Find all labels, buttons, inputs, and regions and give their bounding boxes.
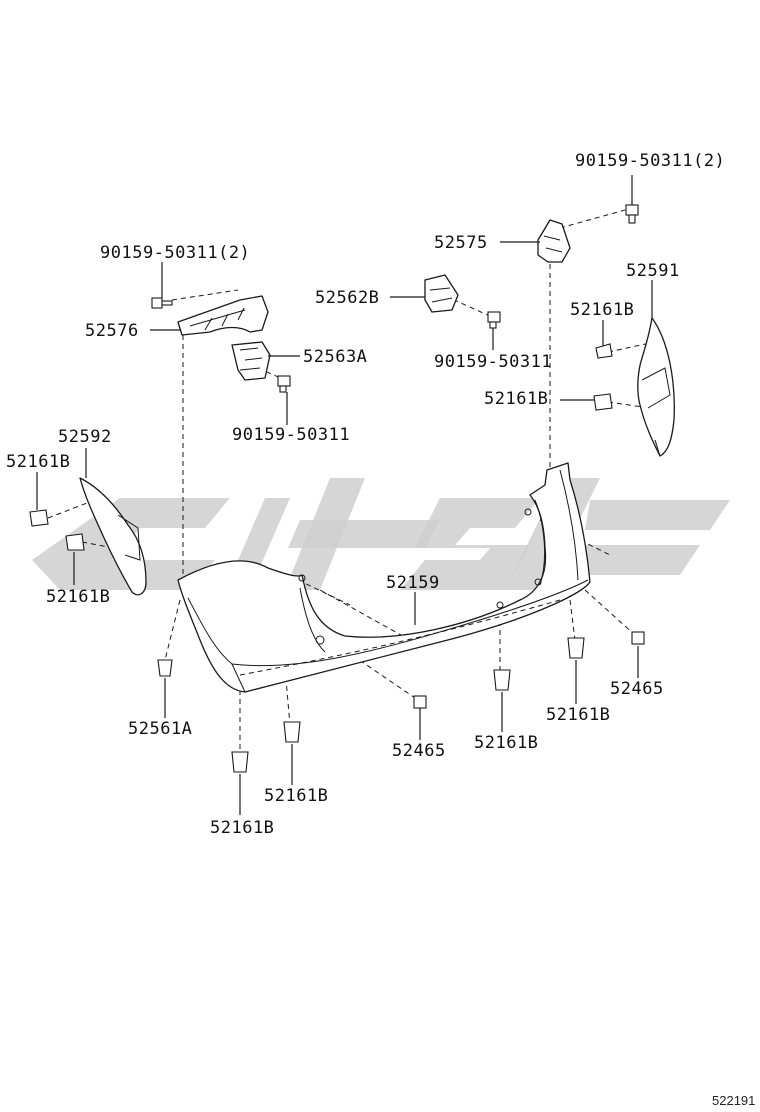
label-clip-center: 52161B [474,733,538,753]
label-clip-bottom-right: 52161B [546,705,610,725]
label-clip-bottom-1: 52161B [264,786,328,806]
bracket-52576 [177,295,269,336]
label-clip-52561a: 52561A [128,719,192,739]
bracket-52575 [537,219,571,263]
bumper-cover-52159 [177,462,591,693]
label-screw-right: 52465 [610,679,664,699]
label-screw-center: 52465 [392,741,446,761]
label-retainer-52563a: 52563A [303,347,367,367]
clip-right-2-icon [593,393,613,411]
figure-number: 522191 [712,1093,755,1108]
bolt-90159-center-icon [487,311,501,329]
clip-bottom-right-icon [567,637,585,659]
label-clip-right-2: 52161B [484,389,548,409]
label-clip-right-1: 52161B [570,300,634,320]
clip-52561a-icon [157,659,173,677]
clip-center-icon [493,669,511,691]
label-bracket-52576: 52576 [85,321,139,341]
bolt-90159-left-mid-icon [277,375,291,393]
mudguard-52592 [79,477,147,596]
label-clip-left-2: 52161B [46,587,110,607]
label-bumper-cover: 52159 [386,573,440,593]
clip-bottom-1-icon [231,751,249,773]
clip-bottom-2-icon [283,721,301,743]
label-clip-bottom-2: 52161B [210,818,274,838]
screw-right-icon [631,631,645,645]
label-retainer-52562b: 52562B [315,288,379,308]
bolt-90159-left-top-icon [151,297,173,309]
label-guard-52592: 52592 [58,427,112,447]
retainer-52562b [424,274,459,313]
leader-lines [36,175,653,815]
bolt-90159-right-top-icon [625,204,639,224]
label-bolt-right-top: 90159-50311(2) [575,151,725,171]
label-bolt-left-mid: 90159-50311 [232,425,350,445]
clip-left-2-icon [65,533,85,551]
mudguard-52591 [637,317,675,457]
screw-center-icon [413,695,427,709]
label-guard-52591: 52591 [626,261,680,281]
clip-right-1-icon [595,343,613,359]
label-clip-left-1: 52161B [6,452,70,472]
label-bolt-center: 90159-50311 [434,352,552,372]
label-bracket-52575: 52575 [434,233,488,253]
label-bolt-left-top: 90159-50311(2) [100,243,250,263]
retainer-52563a [231,341,271,381]
clip-left-1-icon [29,509,49,527]
